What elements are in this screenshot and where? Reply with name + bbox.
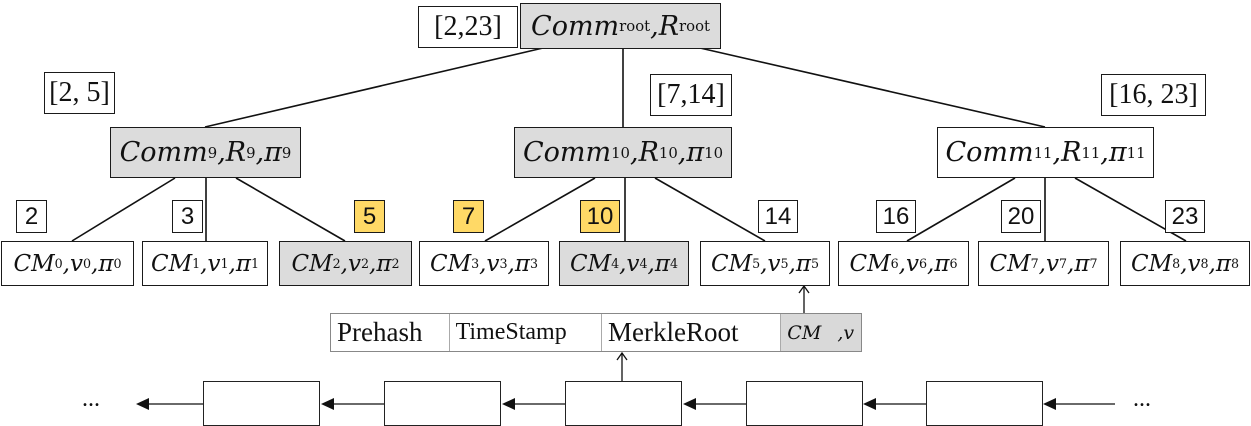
leaf-1-value-label: 3	[172, 200, 203, 233]
leaf-8-cm-sub: 8	[1172, 256, 1181, 271]
chain-block-current	[565, 381, 682, 426]
leaf-3-v-sub: 3	[499, 256, 508, 271]
leaf-7-pi-sub: 7	[1089, 256, 1098, 271]
node-9-comm-text: Comm	[119, 137, 208, 168]
header-merkle-root-field: MerkleRoot	[601, 314, 782, 351]
leaf-0-value-label: 2	[16, 200, 47, 233]
leaf-7-cm: CM	[989, 250, 1031, 277]
leaf-2-value-label: 5	[354, 200, 385, 233]
leaf-0-v-sub: 0	[82, 256, 92, 271]
node-9-comm-sub: 9	[207, 143, 218, 162]
leaf-7-v-sub: 7	[1058, 256, 1068, 271]
root-r-sub: root	[679, 17, 710, 35]
leaf-1-pi-sub: 1	[250, 256, 260, 271]
leaf-0-pi-sub: 0	[113, 256, 122, 271]
root-comm-sub: root	[619, 17, 651, 35]
chain-block	[926, 381, 1043, 426]
node-11-r-sub: 11	[1081, 143, 1101, 162]
root-comm-text: Comm	[531, 10, 620, 42]
node-9-pi-sub: 9	[281, 143, 292, 162]
node-9-r-sub: 9	[246, 143, 256, 162]
block-header: Prehash TimeStamp MerkleRoot CM ,v	[330, 313, 862, 352]
leaf-6-v-sub: 6	[918, 256, 928, 271]
root-r-text: R	[658, 10, 680, 42]
leaf-5-cm: CM	[710, 250, 753, 277]
leaf-2-cm: CM	[291, 250, 333, 277]
leaf-6-pi-sub: 6	[949, 256, 958, 271]
header-cm-v-field: CM ,v	[781, 314, 861, 351]
leaf-3-pi-sub: 3	[529, 256, 539, 271]
chain-ellipsis-left: ...	[82, 386, 100, 412]
node-11-comm-sub: 11	[1033, 143, 1053, 162]
leaf-3-cm-sub: 3	[471, 256, 480, 271]
node-10-pi-sub: 10	[704, 143, 724, 162]
leaf-2-cm-sub: 2	[332, 256, 341, 271]
node-11-range-label: [16, 23]	[1101, 74, 1206, 116]
leaf-8-value-label: 23	[1165, 200, 1205, 233]
header-timestamp-field: TimeStamp	[449, 314, 602, 351]
leaf-1-v-sub: 1	[220, 256, 229, 271]
leaf-5-cm-sub: 5	[752, 256, 761, 271]
leaf-0-cm-sub: 0	[54, 256, 63, 271]
leaf-1-cm-sub: 1	[192, 256, 201, 271]
chain-block	[203, 381, 320, 426]
leaf-5-v-sub: 5	[780, 256, 789, 271]
node-10-range-label: [7,14]	[650, 74, 732, 116]
leaf-0-cm: CM	[13, 250, 55, 277]
root-range-label: [2,23]	[418, 6, 518, 48]
leaf-4-value-label: 10	[580, 200, 620, 233]
leaf-6-cm: CM	[849, 250, 891, 277]
node-11-pi-sub: 11	[1126, 143, 1146, 162]
node-11-comm-text: Comm	[945, 137, 1034, 168]
leaf-2-v-sub: 2	[360, 256, 370, 271]
leaf-7-cm-sub: 7	[1030, 256, 1039, 271]
header-prehash-field: Prehash	[331, 314, 450, 351]
leaf-3-value-label: 7	[453, 200, 484, 233]
chain-block	[384, 381, 501, 426]
leaf-7-value-label: 20	[1001, 200, 1041, 233]
chain-block	[746, 381, 863, 426]
leaf-6-cm-sub: 6	[890, 256, 899, 271]
leaf-5-value-label: 14	[758, 200, 798, 233]
node-10-comm-text: Comm	[522, 137, 612, 168]
leaf-5-pi-sub: 5	[810, 256, 820, 271]
leaf-3-cm: CM	[429, 250, 472, 277]
leaf-4-cm: CM	[569, 250, 612, 277]
leaf-6-value-label: 16	[876, 200, 916, 233]
root-comma: ,	[650, 10, 659, 42]
leaf-8-v-sub: 8	[1200, 256, 1209, 271]
chain-ellipsis-right: ...	[1133, 386, 1151, 412]
node-10-comm-sub: 10	[611, 143, 630, 162]
leaf-4-cm-sub: 4	[611, 256, 620, 271]
leaf-1-cm: CM	[150, 250, 193, 277]
leaf-4-v-sub: 4	[639, 256, 648, 271]
leaf-4-pi-sub: 4	[669, 256, 679, 271]
leaf-2-pi-sub: 2	[391, 256, 400, 271]
node-9-range-label: [2, 5]	[44, 72, 115, 114]
node-10-r-sub: 10	[658, 143, 678, 162]
leaf-8-pi-sub: 8	[1230, 256, 1240, 271]
root-commitment-node: Comm root , R root	[520, 3, 721, 49]
leaf-8-cm: CM	[1130, 250, 1173, 277]
